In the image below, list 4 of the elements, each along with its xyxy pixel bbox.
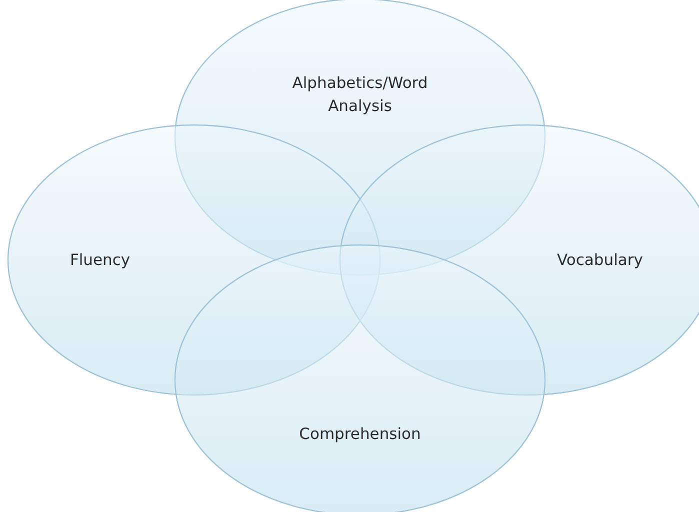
circle-label: Fluency (68, 250, 132, 271)
circle-label: Vocabulary (556, 250, 644, 271)
circle-label: Alphabetics/Word Analysis (291, 73, 429, 117)
circle-label: Comprehension (298, 424, 422, 445)
